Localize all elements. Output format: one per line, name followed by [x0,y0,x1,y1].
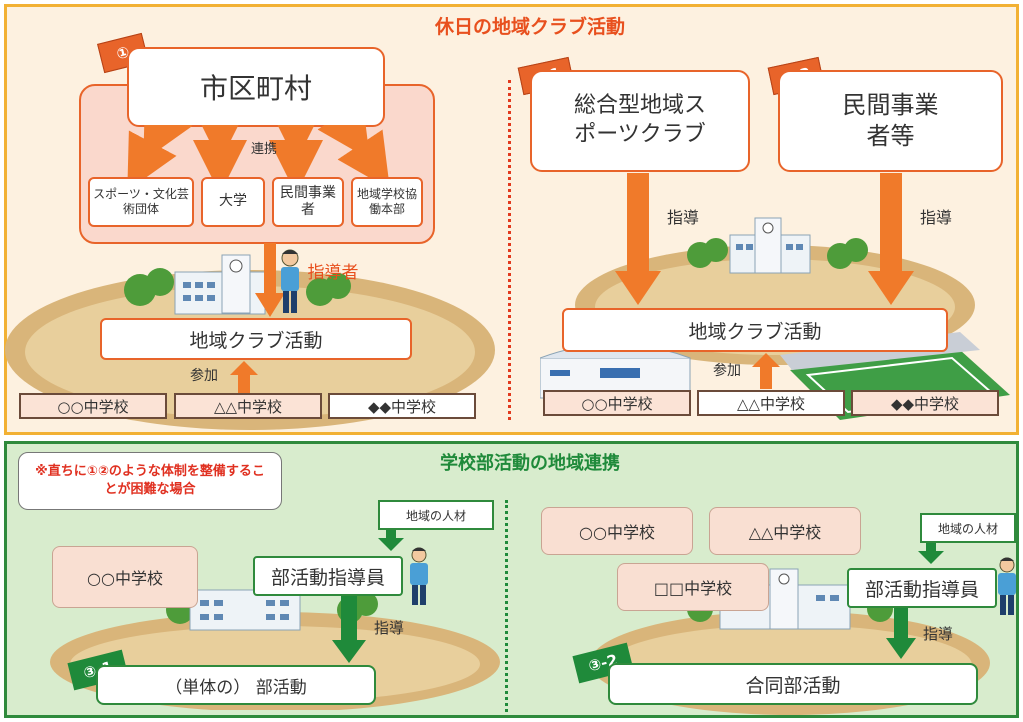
school-left-3: ◆◆中学校 [328,393,476,419]
bottom-title: 学校部活動の地域連携 [440,453,620,474]
shidou-left-label: 指導 [373,618,404,637]
down-arrow-bottom-right [886,608,916,659]
shidou-a-label: 指導 [666,208,699,227]
small-arrow-right [918,543,944,564]
school-joint-3: □□中学校 [617,563,769,611]
coach-person-icon [281,249,299,313]
connection-arrows [127,125,390,180]
up-arrow-right [752,353,780,389]
instructor-label: 指導者 [307,262,359,283]
single-club-activity: （単体の） 部活動 [96,665,376,705]
club-activity-left: 地域クラブ活動 [100,318,412,360]
school-right-2: △△中学校 [697,390,845,416]
sanka-left-label: 参加 [190,368,218,384]
org-private-business: 民間事業者 [272,177,344,227]
org-university: 大学 [201,177,265,227]
local-talent-right: 地域の人材 [920,513,1016,543]
school-left-2: △△中学校 [174,393,322,419]
school-joint-2: △△中学校 [709,507,861,555]
school-right-1: ○○中学校 [543,390,691,416]
coach-box-left: 部活動指導員 [253,556,403,596]
municipality-box: 市区町村 [127,47,385,127]
comprehensive-sports-club-box: 総合型地域スポーツクラブ [530,70,750,172]
joint-club-activity: 合同部活動 [608,663,978,705]
club-activity-right: 地域クラブ活動 [562,308,948,352]
private-business-box: 民間事業者等 [778,70,1003,172]
down-arrow-business [868,173,914,305]
small-arrow-left [378,530,404,551]
renkei-label: 連携 [250,141,277,157]
sanka-right-label: 参加 [713,363,741,379]
bottom-divider [505,500,508,712]
up-arrow-left [230,361,258,393]
top-title: 休日の地域クラブ活動 [434,15,625,38]
school-single: ○○中学校 [52,546,198,608]
shidou-right-label: 指導 [922,624,953,643]
down-arrow-bottom-left [332,596,366,663]
coach-right-icon [998,557,1016,615]
coach-box-right: 部活動指導員 [847,568,997,608]
org-community-school: 地域学校協働本部 [351,177,423,227]
org-sports-culture: スポーツ・文化芸術団体 [88,177,194,227]
school-right-3: ◆◆中学校 [851,390,999,416]
shidou-b-label: 指導 [919,208,952,227]
top-divider [508,80,511,420]
school-joint-1: ○○中学校 [541,507,693,555]
coach-left-icon [410,547,428,605]
down-arrow-club [615,173,661,305]
down-arrow-left [255,243,285,317]
note-box: ※直ちに①②のような体制を整備することが困難な場合 [18,452,282,510]
local-talent-left: 地域の人材 [378,500,494,530]
school-left-1: ○○中学校 [19,393,167,419]
